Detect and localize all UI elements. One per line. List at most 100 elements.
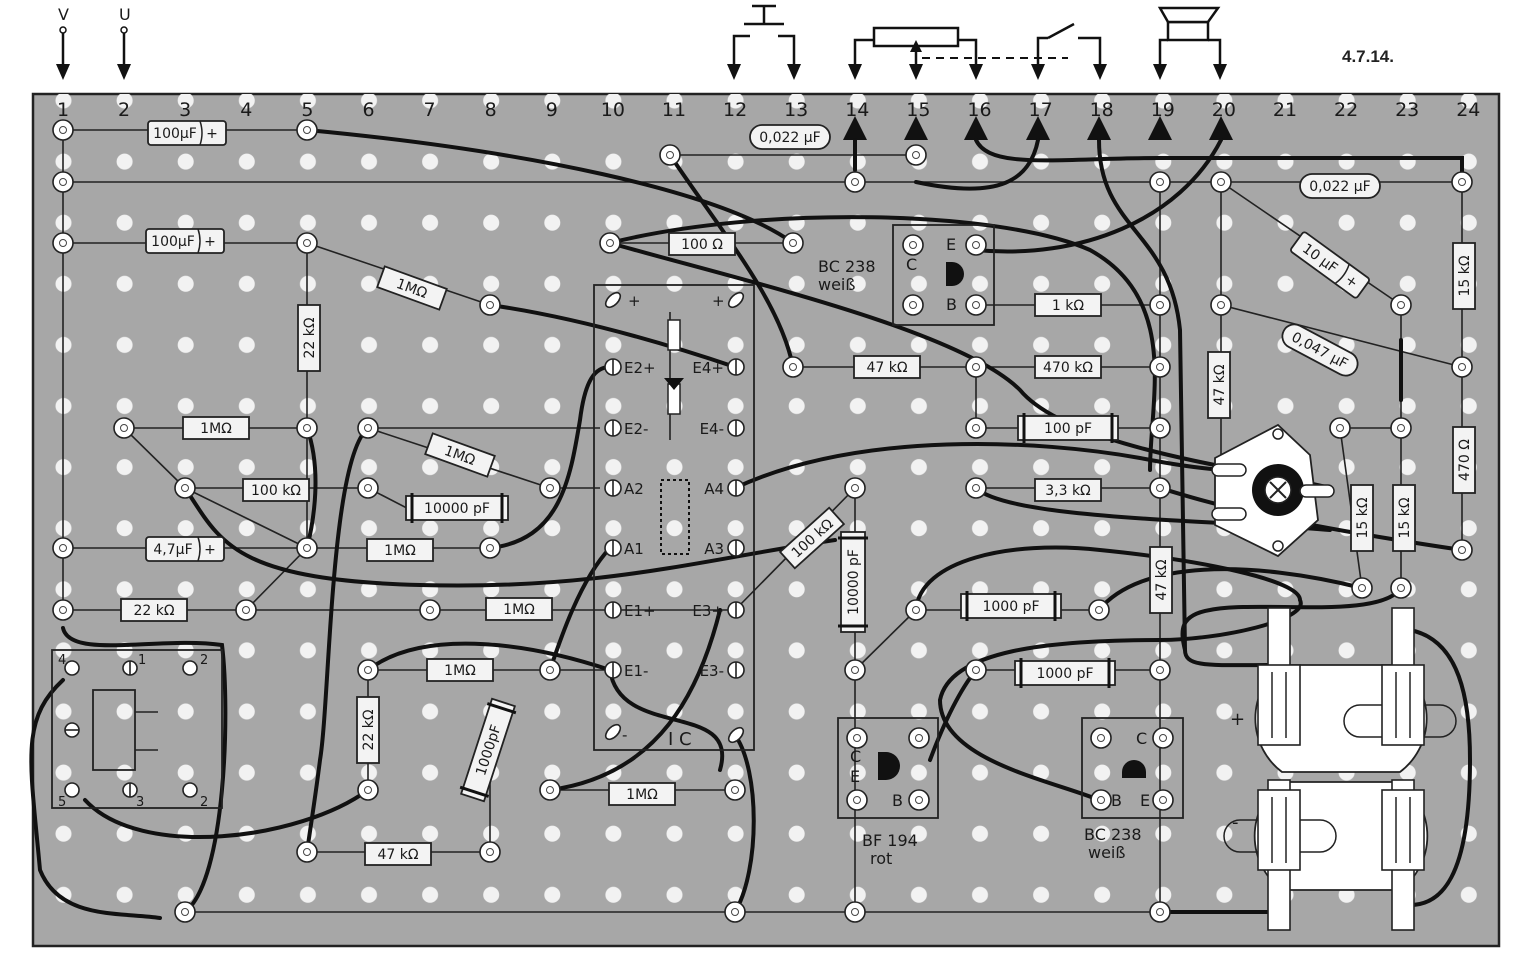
solder-point — [902, 234, 924, 256]
solder-point — [844, 477, 866, 499]
ic-pin-label: E3- — [700, 662, 724, 680]
capacitor-1000pf: 1000 pF — [960, 591, 1062, 621]
solder-point — [296, 232, 318, 254]
column-number: 2 — [118, 99, 130, 121]
column-number: 1 — [57, 99, 69, 121]
t2-pin-e: E — [850, 767, 860, 786]
transistor-bc238-top: C E B BC 238 weiß — [818, 224, 995, 326]
solder-point — [357, 477, 379, 499]
solder-point — [1351, 577, 1373, 599]
solder-point — [174, 477, 196, 499]
ic-pin-left: E2+ — [604, 358, 656, 377]
capacitor-0-022uf: 0,022 µF — [1299, 173, 1381, 199]
ic-pin-right: A4 — [704, 479, 745, 498]
column-number: 19 — [1151, 99, 1175, 121]
capacitor-4-7uf: +4,7µF — [145, 536, 225, 562]
polarity-plus: + — [204, 234, 216, 250]
solder-point — [1149, 294, 1171, 316]
figure-number: 4.7.14. — [1342, 47, 1394, 66]
input-v-label: V — [58, 5, 69, 24]
resistor-15kohm: 15 kΩ — [1350, 484, 1374, 552]
trimmer-potentiometer — [1211, 423, 1335, 558]
solder-point — [479, 537, 501, 559]
solder-point — [296, 537, 318, 559]
t3-type: BC 238 — [1084, 825, 1142, 844]
battery-minus: - — [1232, 812, 1239, 833]
component-label: 47 kΩ — [1154, 559, 1170, 600]
component-label: 470 kΩ — [1043, 360, 1093, 376]
component-label: 4,7µF — [153, 542, 192, 558]
solder-point — [357, 659, 379, 681]
component-label: 22 kΩ — [133, 603, 174, 619]
column-number: 20 — [1212, 99, 1236, 121]
resistor-22kohm: 22 kΩ — [120, 598, 188, 622]
solder-point — [965, 417, 987, 439]
capacitor-10000pf: 10000 pF — [838, 531, 868, 633]
solder-point — [1329, 417, 1351, 439]
component-label: 100 kΩ — [251, 483, 301, 499]
relay-pin-2b: 2 — [200, 795, 208, 810]
solder-point — [1390, 294, 1412, 316]
t2-type: BF 194 — [862, 831, 918, 850]
solder-point — [1149, 417, 1171, 439]
solder-point — [844, 901, 866, 923]
resistor-100kohm: 100 kΩ — [242, 478, 310, 502]
speaker-icon — [1153, 6, 1227, 80]
column-number: 15 — [906, 99, 930, 121]
resistor-15kohm: 15 kΩ — [1392, 484, 1416, 552]
solder-point — [1210, 294, 1232, 316]
solder-point — [1149, 171, 1171, 193]
solder-point — [965, 356, 987, 378]
component-label: 1000 pF — [1036, 666, 1093, 682]
ic-pin-label: A4 — [704, 480, 724, 498]
ic-pin-left: E2- — [604, 419, 648, 438]
t2-color: rot — [870, 849, 892, 868]
component-label: 10000 pF — [846, 549, 862, 615]
resistor-1mohm: 1MΩ — [366, 538, 434, 562]
resistor-1mohm: 1MΩ — [485, 597, 553, 621]
solder-point — [965, 294, 987, 316]
t3-pin-b: B — [1111, 791, 1122, 810]
t3-pin-e: E — [1140, 791, 1150, 810]
resistor-15kohm: 15 kΩ — [1452, 242, 1476, 310]
column-number: 10 — [601, 99, 625, 121]
polarity-plus: + — [204, 542, 216, 558]
component-label: 10000 pF — [424, 501, 490, 517]
ic-pin-right: A3 — [704, 539, 745, 558]
component-label: 0,022 µF — [1309, 179, 1371, 195]
component-label: 22 kΩ — [361, 709, 377, 750]
resistor-1kohm: 1 kΩ — [1034, 293, 1102, 317]
component-label: 15 kΩ — [1397, 497, 1413, 538]
solder-point — [846, 789, 868, 811]
ic-pin-label: A2 — [624, 480, 644, 498]
column-number: 6 — [362, 99, 374, 121]
ic-pin-label: E4+ — [692, 359, 724, 377]
ic-plus-right: + — [712, 292, 725, 310]
column-number: 22 — [1334, 99, 1358, 121]
solder-points — [52, 119, 1473, 923]
switch-icon — [1031, 22, 1107, 80]
resistor-47kohm: 47 kΩ — [1207, 351, 1231, 419]
column-number: 11 — [662, 99, 686, 121]
component-label: 22 kΩ — [302, 317, 318, 358]
relay-pin-2a: 2 — [200, 653, 208, 668]
component-label: 470 Ω — [1457, 439, 1473, 481]
solder-point — [52, 599, 74, 621]
column-number: 23 — [1395, 99, 1419, 121]
ic-pin-right: E4+ — [692, 358, 745, 377]
pushbutton-icon — [727, 4, 801, 80]
t2-pin-c: C — [850, 747, 861, 766]
solder-point — [1390, 577, 1412, 599]
ic-pin-label: A3 — [704, 540, 724, 558]
component-label: 100µF — [153, 126, 197, 142]
component-label: 1MΩ — [444, 663, 476, 679]
component-label: 15 kΩ — [1457, 255, 1473, 296]
transistor-bc238-bottom: C B E BC 238 weiß — [1081, 717, 1184, 862]
solder-point — [1152, 727, 1174, 749]
capacitor-0-022uf: 0,022 µF — [749, 124, 831, 150]
column-number: 18 — [1090, 99, 1114, 121]
column-number: 14 — [845, 99, 869, 121]
column-number: 5 — [301, 99, 313, 121]
